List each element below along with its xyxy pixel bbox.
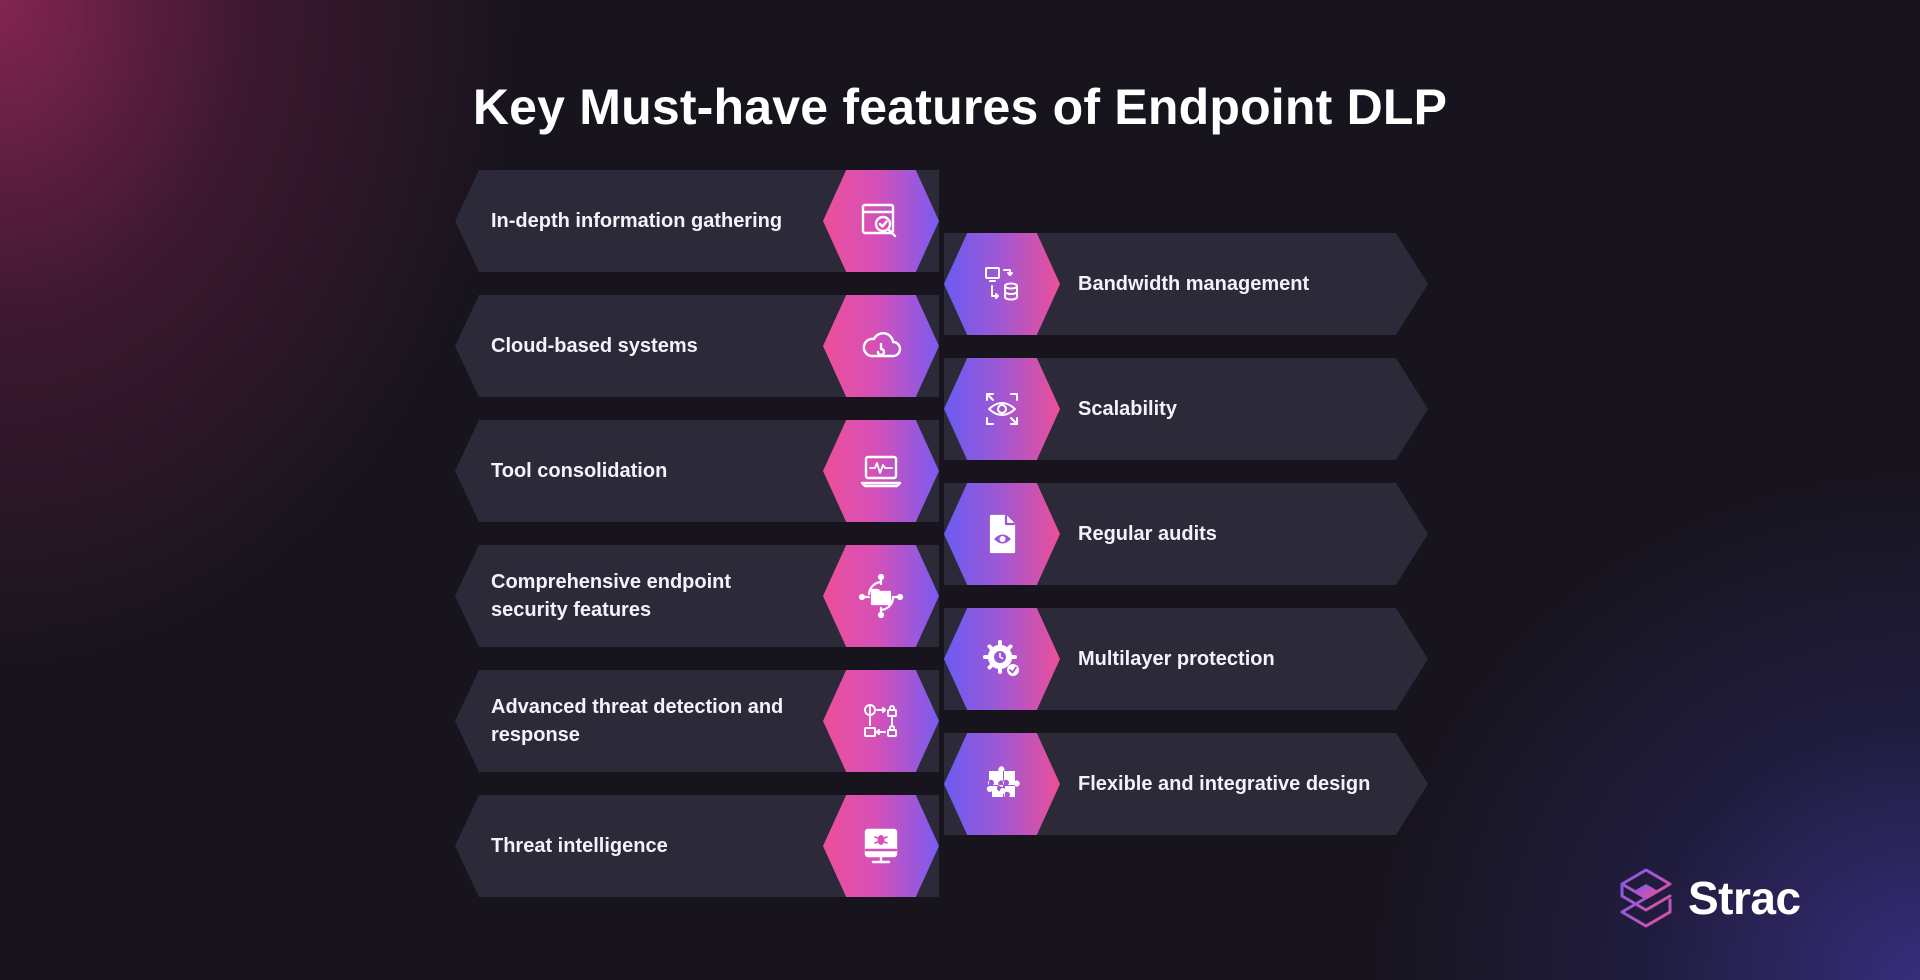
- feature-label: Regular audits: [1078, 523, 1217, 545]
- feature-card-endpoint-security: Comprehensive endpoint security features: [455, 545, 939, 647]
- page-title: Key Must-have features of Endpoint DLP: [472, 79, 1448, 135]
- brand-name: Strac: [1688, 872, 1801, 924]
- monitor-bug-icon: [823, 795, 939, 897]
- browser-search-check-icon: [823, 170, 939, 272]
- feature-label: Scalability: [1078, 398, 1177, 420]
- data-transfer-lock-icon: [823, 670, 939, 772]
- document-eye-icon: [944, 483, 1060, 585]
- feature-label: Bandwidth management: [1078, 273, 1310, 295]
- feature-card-tool-consolidation: Tool consolidation: [455, 420, 939, 522]
- laptop-activity-icon: [823, 420, 939, 522]
- feature-card-flexible-design: Flexible and integrative design: [944, 733, 1428, 835]
- feature-card-scalability: Scalability: [944, 358, 1428, 460]
- strac-logo-icon: [1620, 868, 1672, 928]
- eye-scan-icon: [944, 358, 1060, 460]
- feature-card-cloud-based: Cloud-based systems: [455, 295, 939, 397]
- feature-label: Cloud-based systems: [491, 335, 698, 357]
- puzzle-icon: [944, 733, 1060, 835]
- folder-network-icon: [823, 545, 939, 647]
- feature-label: Tool consolidation: [491, 460, 668, 482]
- feature-label: Multilayer protection: [1078, 648, 1275, 670]
- feature-label: Advanced threat detection and response: [491, 696, 784, 746]
- feature-label: Threat intelligence: [491, 835, 668, 857]
- feature-card-regular-audits: Regular audits: [944, 483, 1428, 585]
- cloud-icon: [823, 295, 939, 397]
- feature-card-bandwidth-management: Bandwidth management: [944, 233, 1428, 335]
- feature-card-information-gathering: In-depth information gathering: [455, 170, 939, 272]
- strac-logo: Strac: [1614, 866, 1801, 930]
- gear-clock-check-icon: [944, 608, 1060, 710]
- feature-card-multilayer-protection: Multilayer protection: [944, 608, 1428, 710]
- feature-label: In-depth information gathering: [491, 210, 783, 232]
- feature-card-threat-intelligence: Threat intelligence: [455, 795, 939, 897]
- feature-label: Comprehensive endpoint security features: [491, 571, 732, 621]
- computer-database-icon: [944, 233, 1060, 335]
- feature-label: Flexible and integrative design: [1078, 773, 1371, 795]
- feature-card-threat-detection: Advanced threat detection and response: [455, 670, 939, 772]
